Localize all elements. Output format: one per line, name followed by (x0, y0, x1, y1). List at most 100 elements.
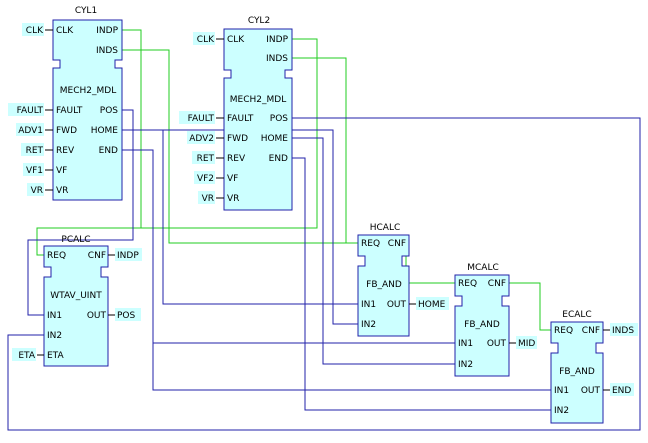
fb-cyl1-home-label: HOME (91, 126, 119, 136)
fb-hcalc-req-label: REQ (361, 239, 380, 249)
ext-ecalc-end: END (612, 386, 631, 396)
fb-cyl1-type: MECH2_MDL (60, 86, 116, 96)
fb-mcalc-cnf-label: CNF (488, 279, 506, 289)
fb-ecalc-req-label: REQ (554, 326, 573, 336)
fb-hcalc-cnf-label: CNF (388, 239, 406, 249)
event-line-cyl2-inds (292, 57, 358, 244)
fb-cyl1-indp-label: INDP (96, 26, 118, 36)
event-line-cyl1-indp (36, 29, 142, 256)
fb-mcalc[interactable]: MCALC REQ CNF FB_AND IN1 IN2 OUT (454, 263, 516, 377)
fb-cyl1-body[interactable] (52, 19, 123, 201)
fb-cyl2[interactable]: CYL2 CLK INDP INDS MECH2_MDL FAULT FWD R… (216, 16, 293, 211)
ext-ecalc-inds: INDS (612, 326, 634, 336)
event-line-cyl1-inds (122, 49, 358, 244)
fb-hcalc-external-labels: HOME (416, 297, 449, 310)
fb-cyl1-vf-label: VF (56, 166, 67, 176)
fb-mcalc-out-label: OUT (487, 339, 507, 349)
ext-cyl1-vr: VR (31, 186, 43, 196)
fb-ecalc-instance-name: ECALC (562, 310, 591, 320)
fb-cyl1-instance-name: CYL1 (75, 6, 97, 16)
fb-cyl1-end-label: END (99, 146, 118, 156)
ext-pcalc-eta: ETA (18, 351, 35, 361)
fb-mcalc-in2-label: IN2 (458, 360, 473, 370)
ext-cyl2-vf: VF2 (197, 174, 214, 184)
fb-cyl2-pos-label: POS (270, 114, 289, 124)
fb-cyl2-rev-label: REV (227, 154, 246, 164)
fb-mcalc-in1-label: IN1 (458, 339, 473, 349)
fb-cyl1[interactable]: CYL1 CLK INDP INDS MECH2_MDL FAULT FWD R… (45, 6, 123, 201)
data-line-cyl1-home (122, 129, 358, 305)
fb-cyl1-clk-label: CLK (56, 26, 74, 36)
event-line-mcalc-cnf (482, 282, 551, 331)
ext-cyl1-fault: FAULT (17, 106, 44, 116)
fb-cyl2-end-label: END (269, 154, 288, 164)
fb-hcalc-out-label: OUT (387, 300, 407, 310)
fb-cyl1-external-labels: CLK FAULT ADV1 RET VF1 VR (8, 23, 44, 196)
fb-ecalc-in1-label: IN1 (554, 386, 569, 396)
fb-cyl1-pos-label: POS (100, 106, 119, 116)
ext-cyl1-clk: CLK (26, 26, 44, 36)
ext-cyl2-rev: RET (197, 154, 215, 164)
fb-cyl1-inds-label: INDS (96, 46, 118, 56)
ext-pcalc-pos: POS (117, 311, 136, 321)
fb-pcalc-req-label: REQ (47, 251, 66, 261)
fb-ecalc-cnf-label: CNF (582, 326, 600, 336)
fb-cyl2-type: MECH2_MDL (230, 95, 286, 105)
fb-hcalc[interactable]: HCALC REQ CNF FB_AND IN1 IN2 OUT (357, 223, 416, 337)
fb-cyl2-instance-name: CYL2 (248, 16, 270, 26)
fb-cyl2-vf-label: VF (227, 174, 238, 184)
fb-pcalc-in1-label: IN1 (47, 311, 62, 321)
fb-pcalc-eta-label: ETA (47, 351, 64, 361)
fb-cyl2-vr-label: VR (227, 194, 239, 204)
fb-mcalc-instance-name: MCALC (467, 263, 499, 273)
fb-cyl2-clk-label: CLK (227, 35, 245, 45)
fb-cyl2-indp-label: INDP (266, 35, 288, 45)
fb-cyl2-fault-label: FAULT (227, 114, 254, 124)
fb-pcalc-cnf-label: CNF (88, 251, 106, 261)
fb-ecalc[interactable]: ECALC REQ CNF FB_AND IN1 IN2 OUT (550, 310, 610, 424)
ext-cyl2-clk: CLK (197, 35, 215, 45)
ext-pcalc-indp: INDP (117, 251, 139, 261)
fb-mcalc-external-labels: MID (516, 336, 537, 349)
data-line-cyl1-end (122, 149, 551, 391)
fb-pcalc-out-label: OUT (87, 311, 107, 321)
ext-cyl1-vf: VF1 (26, 166, 43, 176)
fb-cyl2-external-labels: CLK FAULT ADV2 RET VF2 VR (179, 32, 215, 204)
fb-pcalc-type: WTAV_UINT (50, 291, 102, 301)
ext-cyl2-fault: FAULT (188, 114, 215, 124)
data-line-cyl2-pos (7, 117, 641, 431)
fb-hcalc-type: FB_AND (366, 280, 402, 290)
fb-hcalc-in1-label: IN1 (361, 300, 376, 310)
fb-cyl2-home-label: HOME (261, 134, 289, 144)
connection-layer (7, 29, 641, 431)
fb-cyl1-vr-label: VR (56, 186, 68, 196)
data-line-cyl2-home (292, 137, 455, 365)
fb-cyl2-fwd-label: FWD (227, 134, 248, 144)
fb-cyl2-body[interactable] (223, 28, 293, 211)
fb-ecalc-type: FB_AND (559, 367, 595, 377)
fb-ecalc-out-label: OUT (581, 386, 601, 396)
fb-cyl1-fwd-label: FWD (56, 126, 77, 136)
ext-cyl1-rev: RET (26, 146, 44, 156)
fb-pcalc[interactable]: PCALC REQ CNF WTAV_UINT IN1 IN2 ETA OUT (37, 235, 115, 367)
fb-mcalc-body[interactable] (454, 274, 510, 377)
fb-cyl2-inds-label: INDS (266, 54, 288, 64)
ext-cyl2-fwd: ADV2 (189, 134, 214, 144)
event-line-cyl2-indp (141, 38, 318, 229)
fb-hcalc-body[interactable] (357, 234, 410, 337)
fb-ecalc-body[interactable] (550, 321, 604, 424)
ext-cyl1-fwd: ADV1 (18, 126, 43, 136)
data-line-cyl1-pos (27, 109, 134, 316)
ext-hcalc-home: HOME (418, 300, 446, 310)
fb-ecalc-in2-label: IN2 (554, 406, 569, 416)
data-line-cyl2-end (292, 157, 551, 411)
ext-mcalc-mid: MID (518, 339, 535, 349)
fb-pcalc-in2-label: IN2 (47, 331, 62, 341)
fb-hcalc-instance-name: HCALC (370, 223, 401, 233)
fb-pcalc-external-labels: INDP POS ETA (12, 248, 142, 361)
fb-pcalc-instance-name: PCALC (61, 235, 90, 245)
fb-mcalc-type: FB_AND (464, 320, 500, 330)
fb-pcalc-body[interactable] (43, 245, 109, 367)
fb-ecalc-external-labels: INDS END (610, 323, 638, 396)
